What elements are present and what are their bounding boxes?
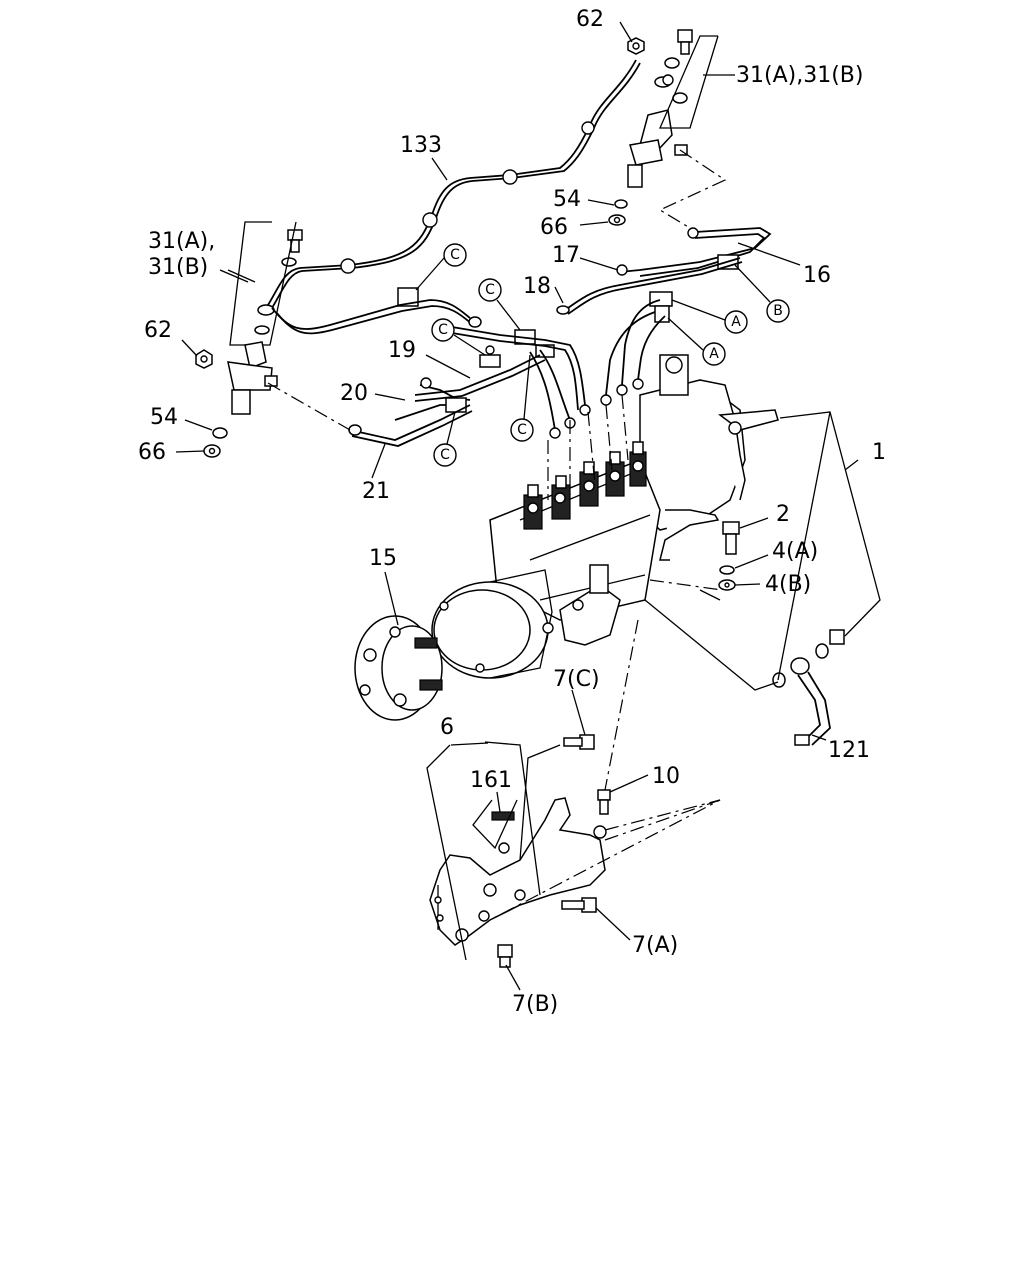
label-6: 6 [440, 715, 454, 740]
svg-text:C: C [485, 282, 495, 298]
label-31a-left: 31(A), [148, 229, 215, 254]
label-62-top: 62 [576, 7, 604, 32]
label-133: 133 [400, 133, 442, 158]
callout-c-3: C [431, 318, 486, 356]
svg-text:C: C [450, 247, 460, 263]
svg-text:A: A [731, 314, 741, 330]
callout-c-1: C [415, 243, 467, 291]
label-10: 10 [652, 764, 680, 789]
svg-text:C: C [517, 422, 527, 438]
label-54-top: 54 [553, 187, 581, 212]
callout-c-4: C [510, 354, 534, 442]
label-7b: 7(B) [512, 992, 558, 1017]
small-parts-right [718, 521, 845, 746]
label-7a: 7(A) [632, 933, 678, 958]
part-number-labels: 62 31(A),31(B) 133 54 66 17 16 18 31(A),… [138, 7, 886, 1017]
label-4a: 4(A) [772, 539, 818, 564]
label-20: 20 [340, 381, 368, 406]
label-161: 161 [470, 768, 512, 793]
svg-text:A: A [709, 346, 719, 362]
label-1: 1 [872, 440, 886, 465]
label-15: 15 [369, 546, 397, 571]
label-18: 18 [523, 274, 551, 299]
callout-a-1: A [671, 299, 748, 334]
label-7c: 7(C) [553, 667, 600, 692]
svg-text:C: C [438, 322, 448, 338]
label-54-left: 54 [150, 405, 178, 430]
label-31ab-top: 31(A),31(B) [736, 63, 863, 88]
injection-pump-body [431, 354, 779, 679]
top-injector-assembly [608, 29, 730, 226]
label-19: 19 [388, 338, 416, 363]
delivery-valves [523, 441, 647, 530]
callout-b-1: B [734, 264, 790, 323]
label-121: 121 [828, 738, 870, 763]
callout-c-2: C [478, 278, 521, 331]
label-21: 21 [362, 479, 390, 504]
callout-markers: C C C C C A A [415, 243, 790, 467]
label-31b-left: 31(B) [148, 255, 208, 280]
label-16: 16 [803, 263, 831, 288]
fuel-pipe-133 [267, 59, 674, 309]
label-2: 2 [776, 502, 790, 527]
label-17: 17 [552, 243, 580, 268]
svg-text:B: B [773, 303, 783, 319]
bracket-6 [429, 734, 611, 968]
callout-c-5: C [433, 411, 457, 467]
label-66-top: 66 [540, 215, 568, 240]
coupling-15 [354, 615, 443, 721]
callout-a-2: A [667, 317, 726, 366]
svg-text:C: C [440, 447, 450, 463]
fuel-pipe-bundle [271, 227, 772, 447]
leader-lines [175, 21, 881, 991]
label-4b: 4(B) [765, 572, 811, 597]
label-62-left: 62 [144, 318, 172, 343]
label-66-left: 66 [138, 440, 166, 465]
